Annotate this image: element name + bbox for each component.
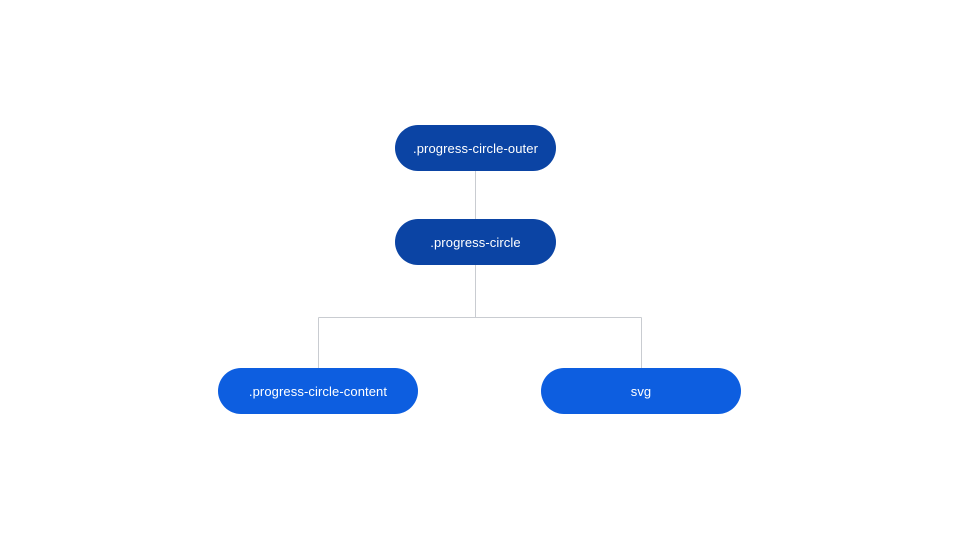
node-label: svg <box>630 383 652 399</box>
node-label: .progress-circle <box>430 234 521 250</box>
node-progress-circle-outer: .progress-circle-outer <box>395 125 556 171</box>
node-label: .progress-circle-outer <box>412 140 538 156</box>
node-progress-circle: .progress-circle <box>395 219 556 265</box>
node-svg: svg <box>541 368 741 414</box>
node-progress-circle-content: .progress-circle-content <box>218 368 418 414</box>
node-label: .progress-circle-content <box>248 383 388 399</box>
